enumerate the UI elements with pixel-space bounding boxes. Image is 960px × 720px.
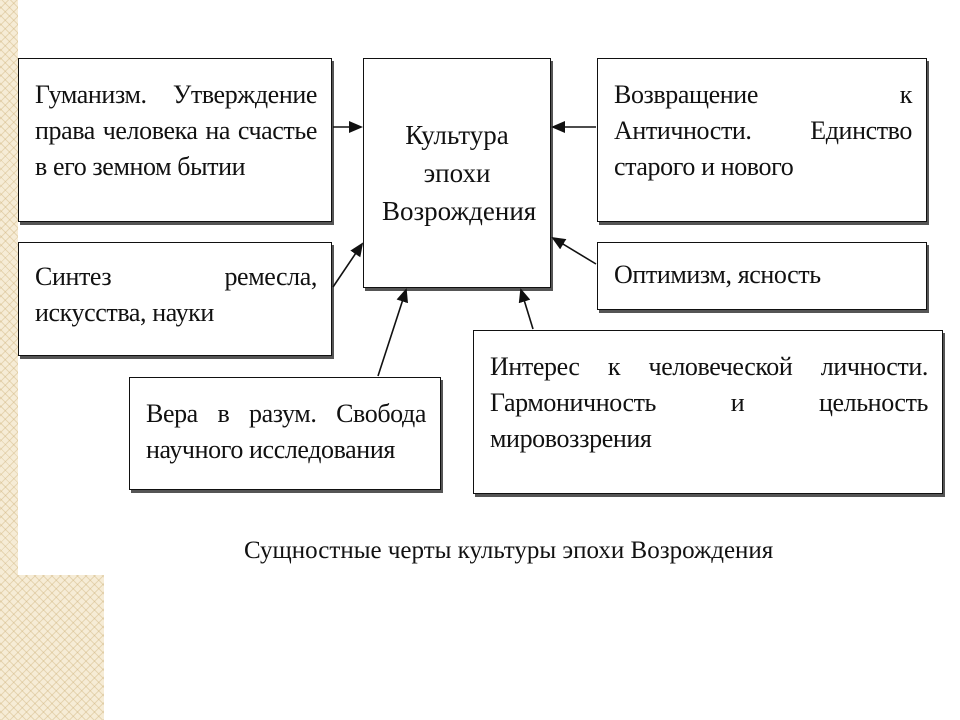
box-humanism: Гуманизм. Утверждение права человека на … — [18, 58, 332, 222]
center-box-label: Культура эпохи Возрождения — [382, 120, 537, 226]
box-antiquity-text: Возвращение к Античности. Единство старо… — [614, 80, 912, 181]
box-interest-text: Интерес к человеческой личности. Гармони… — [490, 352, 928, 453]
box-synthesis-text: Синтез ремесла, искусства, науки — [35, 262, 317, 327]
arrow-interest — [518, 288, 534, 330]
box-faith-text: Вера в разум. Свобода научного исследова… — [146, 399, 426, 464]
box-optimism-text: Оптимизм, ясность — [614, 260, 821, 289]
box-interest: Интерес к человеческой личности. Гармони… — [473, 330, 943, 494]
arrow-faith — [377, 288, 408, 377]
box-synthesis: Синтез ремесла, искусства, науки — [18, 242, 332, 356]
box-faith: Вера в разум. Свобода научного исследова… — [129, 377, 441, 490]
diagram-caption: Сущностные черты культуры эпохи Возрожде… — [244, 537, 774, 564]
box-optimism: Оптимизм, ясность — [597, 242, 927, 310]
arrow-synthesis — [332, 242, 364, 288]
box-antiquity: Возвращение к Античности. Единство старо… — [597, 58, 927, 222]
arrow-optimism — [551, 236, 597, 265]
center-box: Культура эпохи Возрождения — [363, 58, 551, 288]
box-humanism-text: Гуманизм. Утверждение права человека на … — [35, 80, 317, 181]
